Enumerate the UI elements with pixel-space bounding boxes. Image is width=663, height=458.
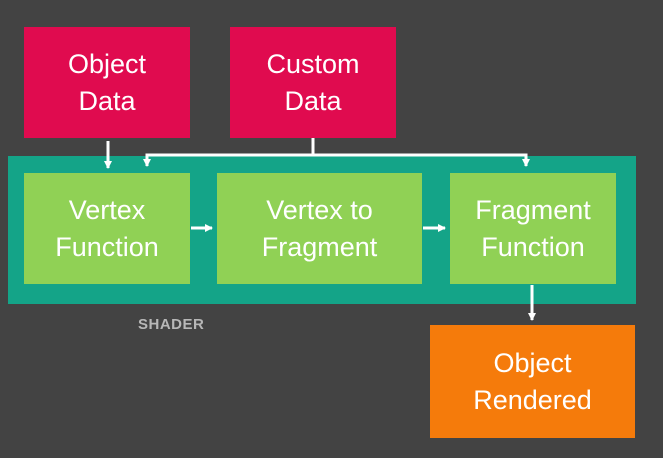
shader-label: SHADER	[138, 316, 205, 333]
fragment-function-box: Fragment Function	[450, 173, 616, 284]
arrow-custom-data-to-vertex	[143, 153, 313, 167]
vertex-to-fragment-box: Vertex to Fragment	[217, 173, 422, 284]
object-data-box: Object Data	[24, 27, 190, 138]
vertex-function-box: Vertex Function	[24, 173, 190, 284]
object-rendered-box: Object Rendered	[430, 325, 635, 438]
arrow-custom-data-to-fragment	[313, 153, 530, 167]
custom-data-box: Custom Data	[230, 27, 396, 138]
